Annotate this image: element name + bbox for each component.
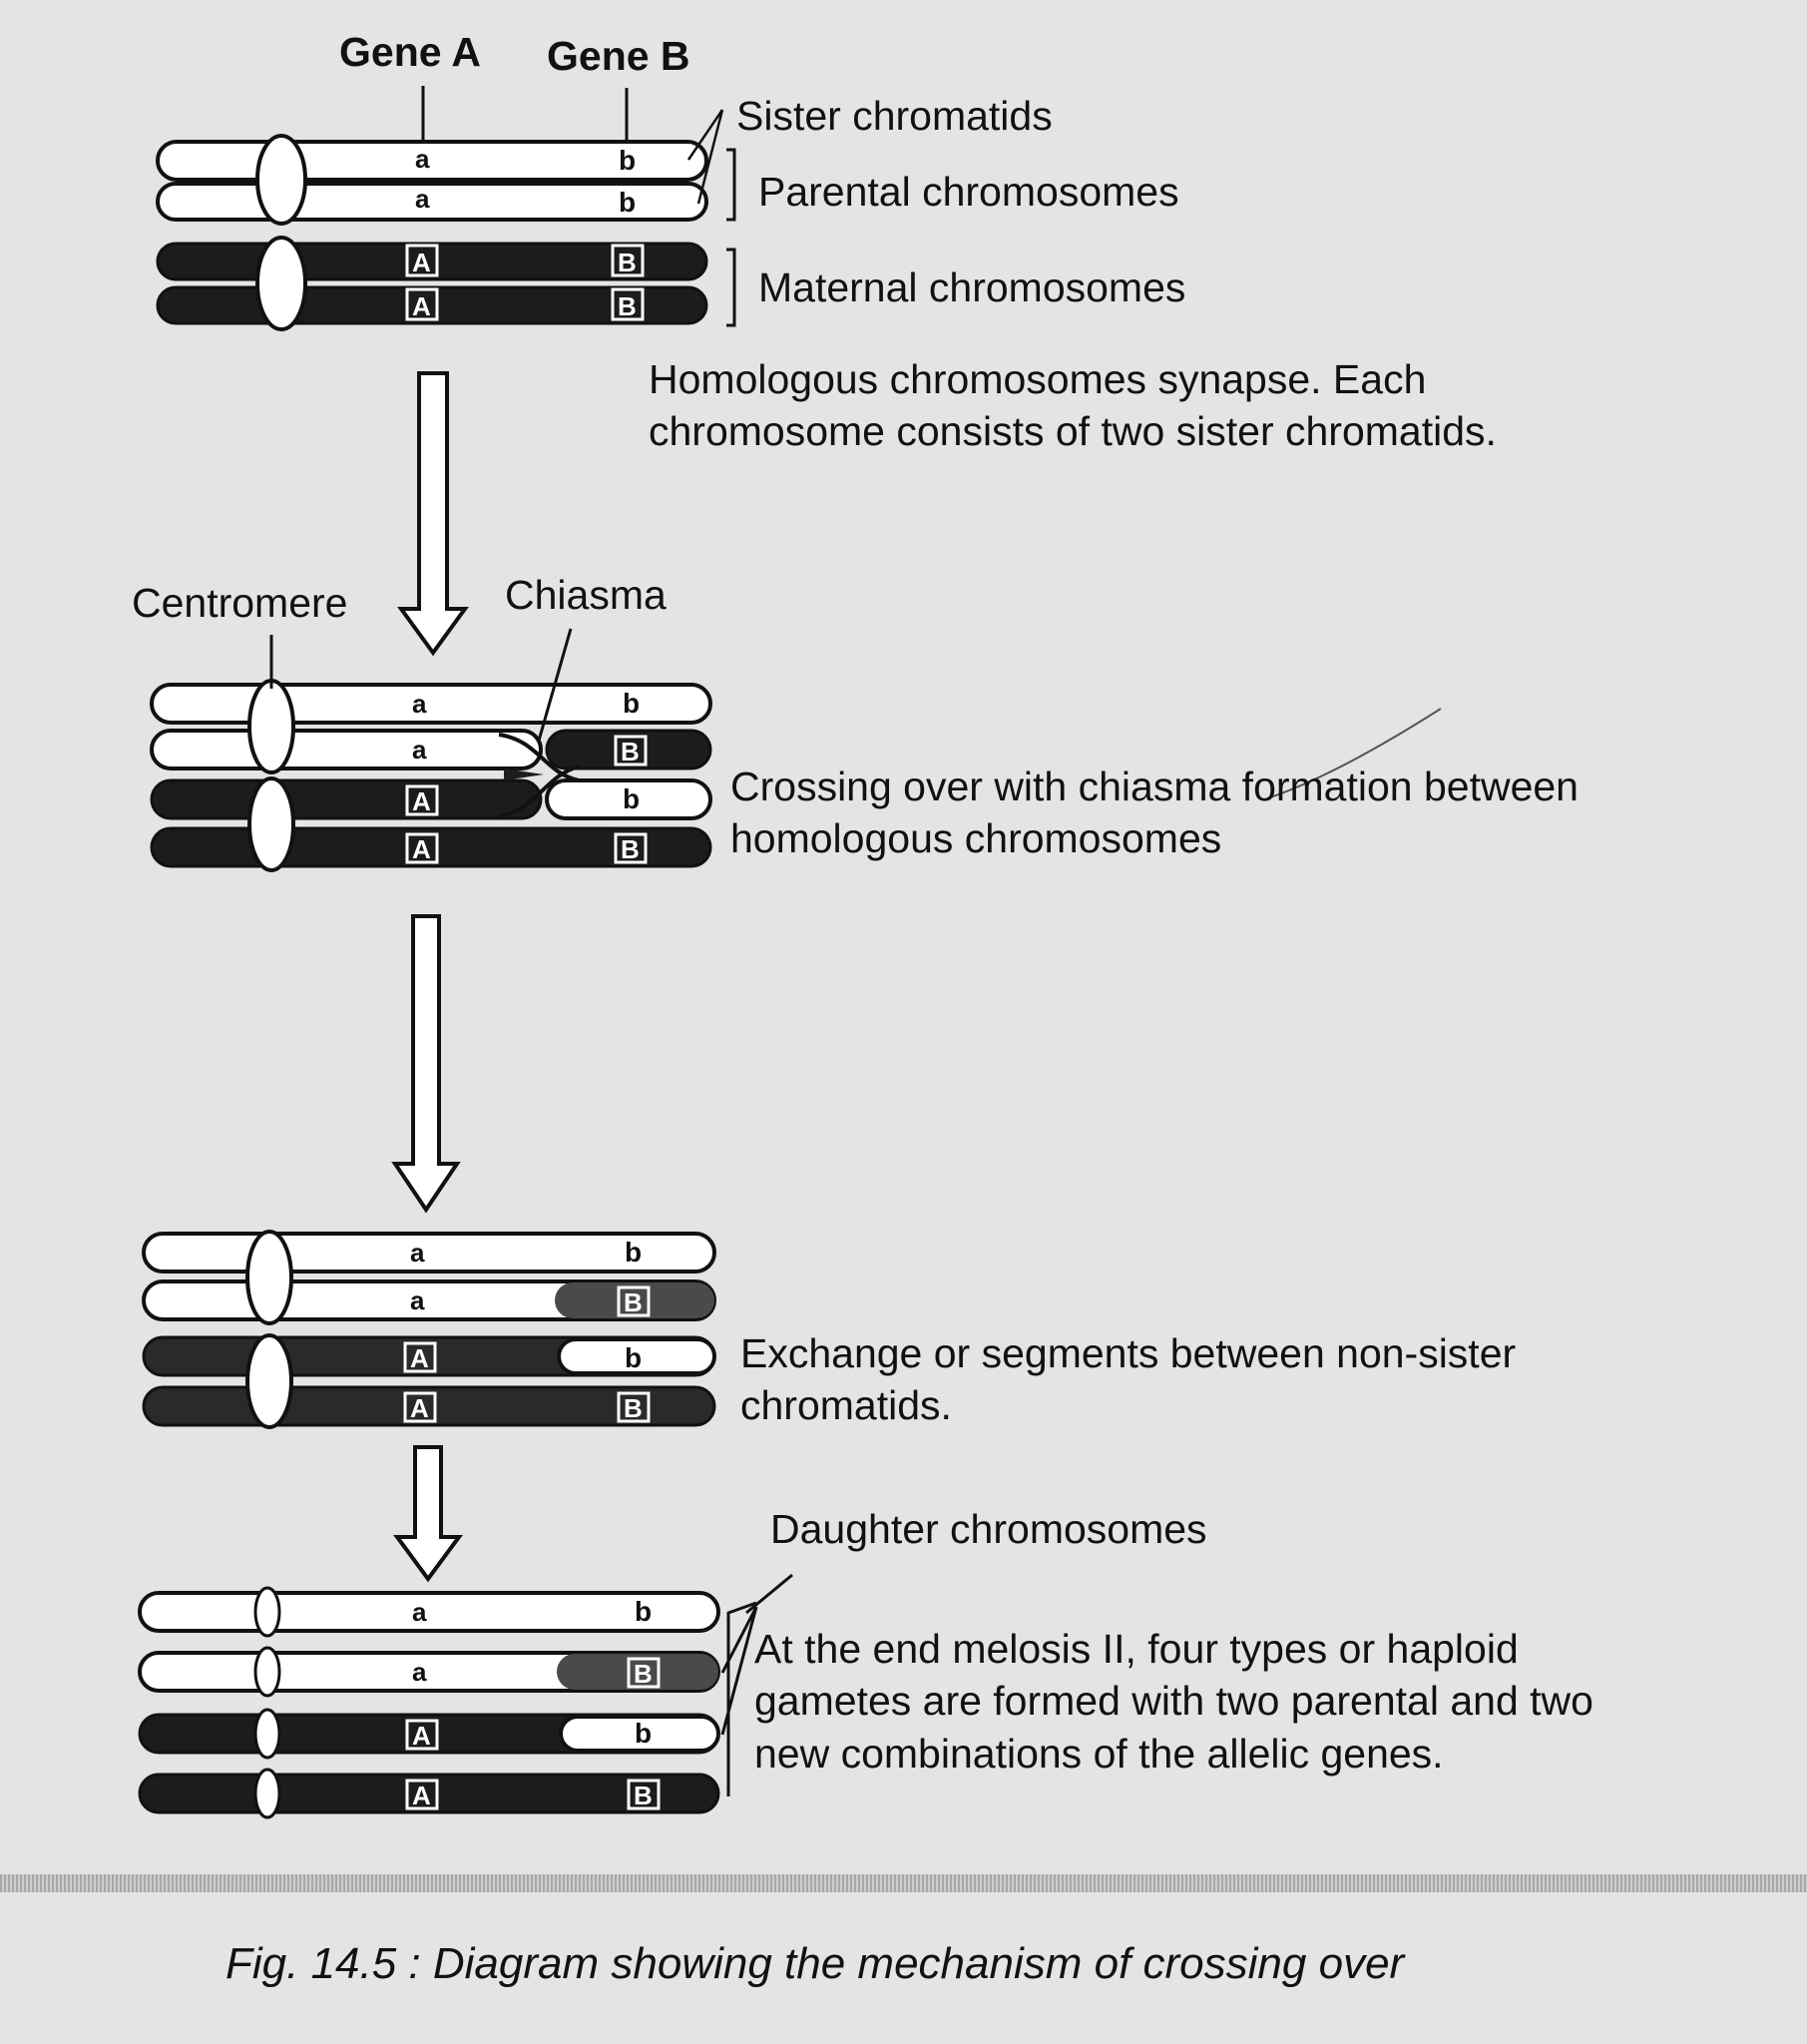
allele-box (614, 735, 648, 766)
synapsis-description: Homologous chromosomes synapse. Each chr… (649, 356, 1497, 455)
allele-b: b (619, 145, 636, 176)
arrow-3 (393, 1445, 463, 1583)
allele-a: a (415, 144, 430, 174)
allele-b: b (623, 688, 640, 719)
page-divider (0, 1874, 1807, 1892)
allele-box (405, 287, 439, 321)
arrow-1 (397, 371, 469, 657)
daughter-chromosomes-pointer (720, 1573, 793, 1796)
allele-b: b (625, 1237, 642, 1268)
allele-box (405, 784, 439, 816)
allele-B: B (621, 737, 640, 766)
allele-a: a (412, 689, 427, 719)
chromatid-3 (150, 778, 543, 820)
allele-a: a (412, 1597, 427, 1627)
allele-A: A (412, 1721, 431, 1751)
chromatid-2-black-right (545, 729, 712, 770)
daughter-chromatid-1 (138, 1591, 720, 1633)
chromatid-2-maternal-segment (555, 1282, 714, 1318)
centromere-maternal (255, 236, 307, 331)
allele-box (617, 1391, 651, 1423)
allele-a: a (412, 1657, 427, 1687)
allele-box (403, 1391, 437, 1423)
centromere-label: Centromere (132, 580, 348, 626)
chromatid-2 (150, 729, 543, 770)
chiasma-fill (504, 768, 544, 780)
crossing-over-description: Crossing over with chiasma formation bet… (730, 764, 1579, 862)
allele-box (627, 1779, 661, 1810)
allele-A: A (410, 1343, 429, 1373)
chiasma-cross (498, 733, 580, 818)
gene-b-label: Gene B (547, 33, 690, 79)
maternal-bracket (726, 248, 736, 327)
allele-b: b (623, 783, 640, 814)
allele-B: B (624, 1393, 643, 1423)
figure-caption: Fig. 14.5 : Diagram showing the mechanis… (226, 1939, 1405, 1988)
allele-A: A (412, 786, 431, 816)
allele-box (405, 1779, 439, 1810)
allele-B: B (618, 291, 637, 321)
allele-box (614, 832, 648, 864)
allele-A: A (410, 1393, 429, 1423)
pen-stroke (1266, 708, 1442, 799)
allele-B: B (634, 1659, 653, 1689)
chromatid-3-white-right (545, 778, 712, 820)
allele-a: a (410, 1285, 425, 1315)
parental-chromosomes-label: Parental chromosomes (758, 169, 1179, 215)
daughter-centromere-3 (253, 1708, 281, 1760)
arrow-2 (391, 914, 461, 1214)
daughter-chromatid-3-parental-segment (559, 1715, 720, 1753)
stage-daughter-chromosomes: a a b b A A B B (138, 1573, 793, 1819)
allele-box (617, 1285, 651, 1317)
stage-synapsis: a a b b A A B B (156, 86, 736, 331)
chromatid-3-parental-segment (557, 1337, 716, 1375)
chiasma-label: Chiasma (505, 572, 667, 618)
gene-a-label: Gene A (339, 29, 482, 75)
allele-box (403, 1341, 437, 1373)
allele-box (627, 1657, 661, 1689)
allele-a: a (415, 184, 430, 214)
daughter-chromatid-4 (138, 1773, 720, 1814)
allele-box (405, 244, 439, 277)
allele-a: a (410, 1238, 425, 1268)
allele-B: B (624, 1287, 643, 1317)
centromere-upper (245, 1230, 293, 1325)
stage-crossing-over: a a b b A A B B (150, 628, 1442, 872)
allele-b: b (619, 187, 636, 218)
allele-box (405, 1719, 439, 1751)
daughter-chromatid-2-maternal-segment (557, 1654, 718, 1690)
allele-B: B (634, 1781, 653, 1810)
parental-bracket (726, 148, 736, 222)
stage-exchange: a a b b A A B B (142, 1230, 716, 1429)
sister-chromatids-pointer (686, 109, 724, 205)
daughter-centromere-4 (253, 1768, 281, 1819)
maternal-chromosomes-label: Maternal chromosomes (758, 264, 1186, 310)
allele-box (611, 287, 645, 321)
exchange-description: Exchange or segments between non-sister … (740, 1330, 1517, 1429)
allele-box (405, 832, 439, 864)
allele-A: A (412, 248, 431, 277)
allele-A: A (412, 291, 431, 321)
chiasma-pointer (537, 628, 573, 742)
meiosis-description: At the end melosis II, four types or hap… (754, 1626, 1593, 1777)
allele-a: a (412, 735, 427, 765)
allele-b: b (625, 1342, 642, 1373)
centromere-lower (245, 1333, 293, 1429)
allele-A: A (412, 834, 431, 864)
allele-b: b (635, 1596, 652, 1627)
centromere-parental (255, 134, 307, 226)
daughter-centromere-1 (253, 1586, 281, 1638)
centromere-upper (247, 679, 295, 774)
allele-b: b (635, 1718, 652, 1749)
sister-chromatids-label: Sister chromatids (736, 93, 1053, 139)
allele-box (611, 244, 645, 277)
daughter-centromere-2 (253, 1646, 281, 1698)
centromere-lower (247, 776, 295, 872)
allele-B: B (621, 834, 640, 864)
allele-A: A (412, 1781, 431, 1810)
daughter-chromosomes-label: Daughter chromosomes (770, 1506, 1207, 1552)
allele-B: B (618, 248, 637, 277)
